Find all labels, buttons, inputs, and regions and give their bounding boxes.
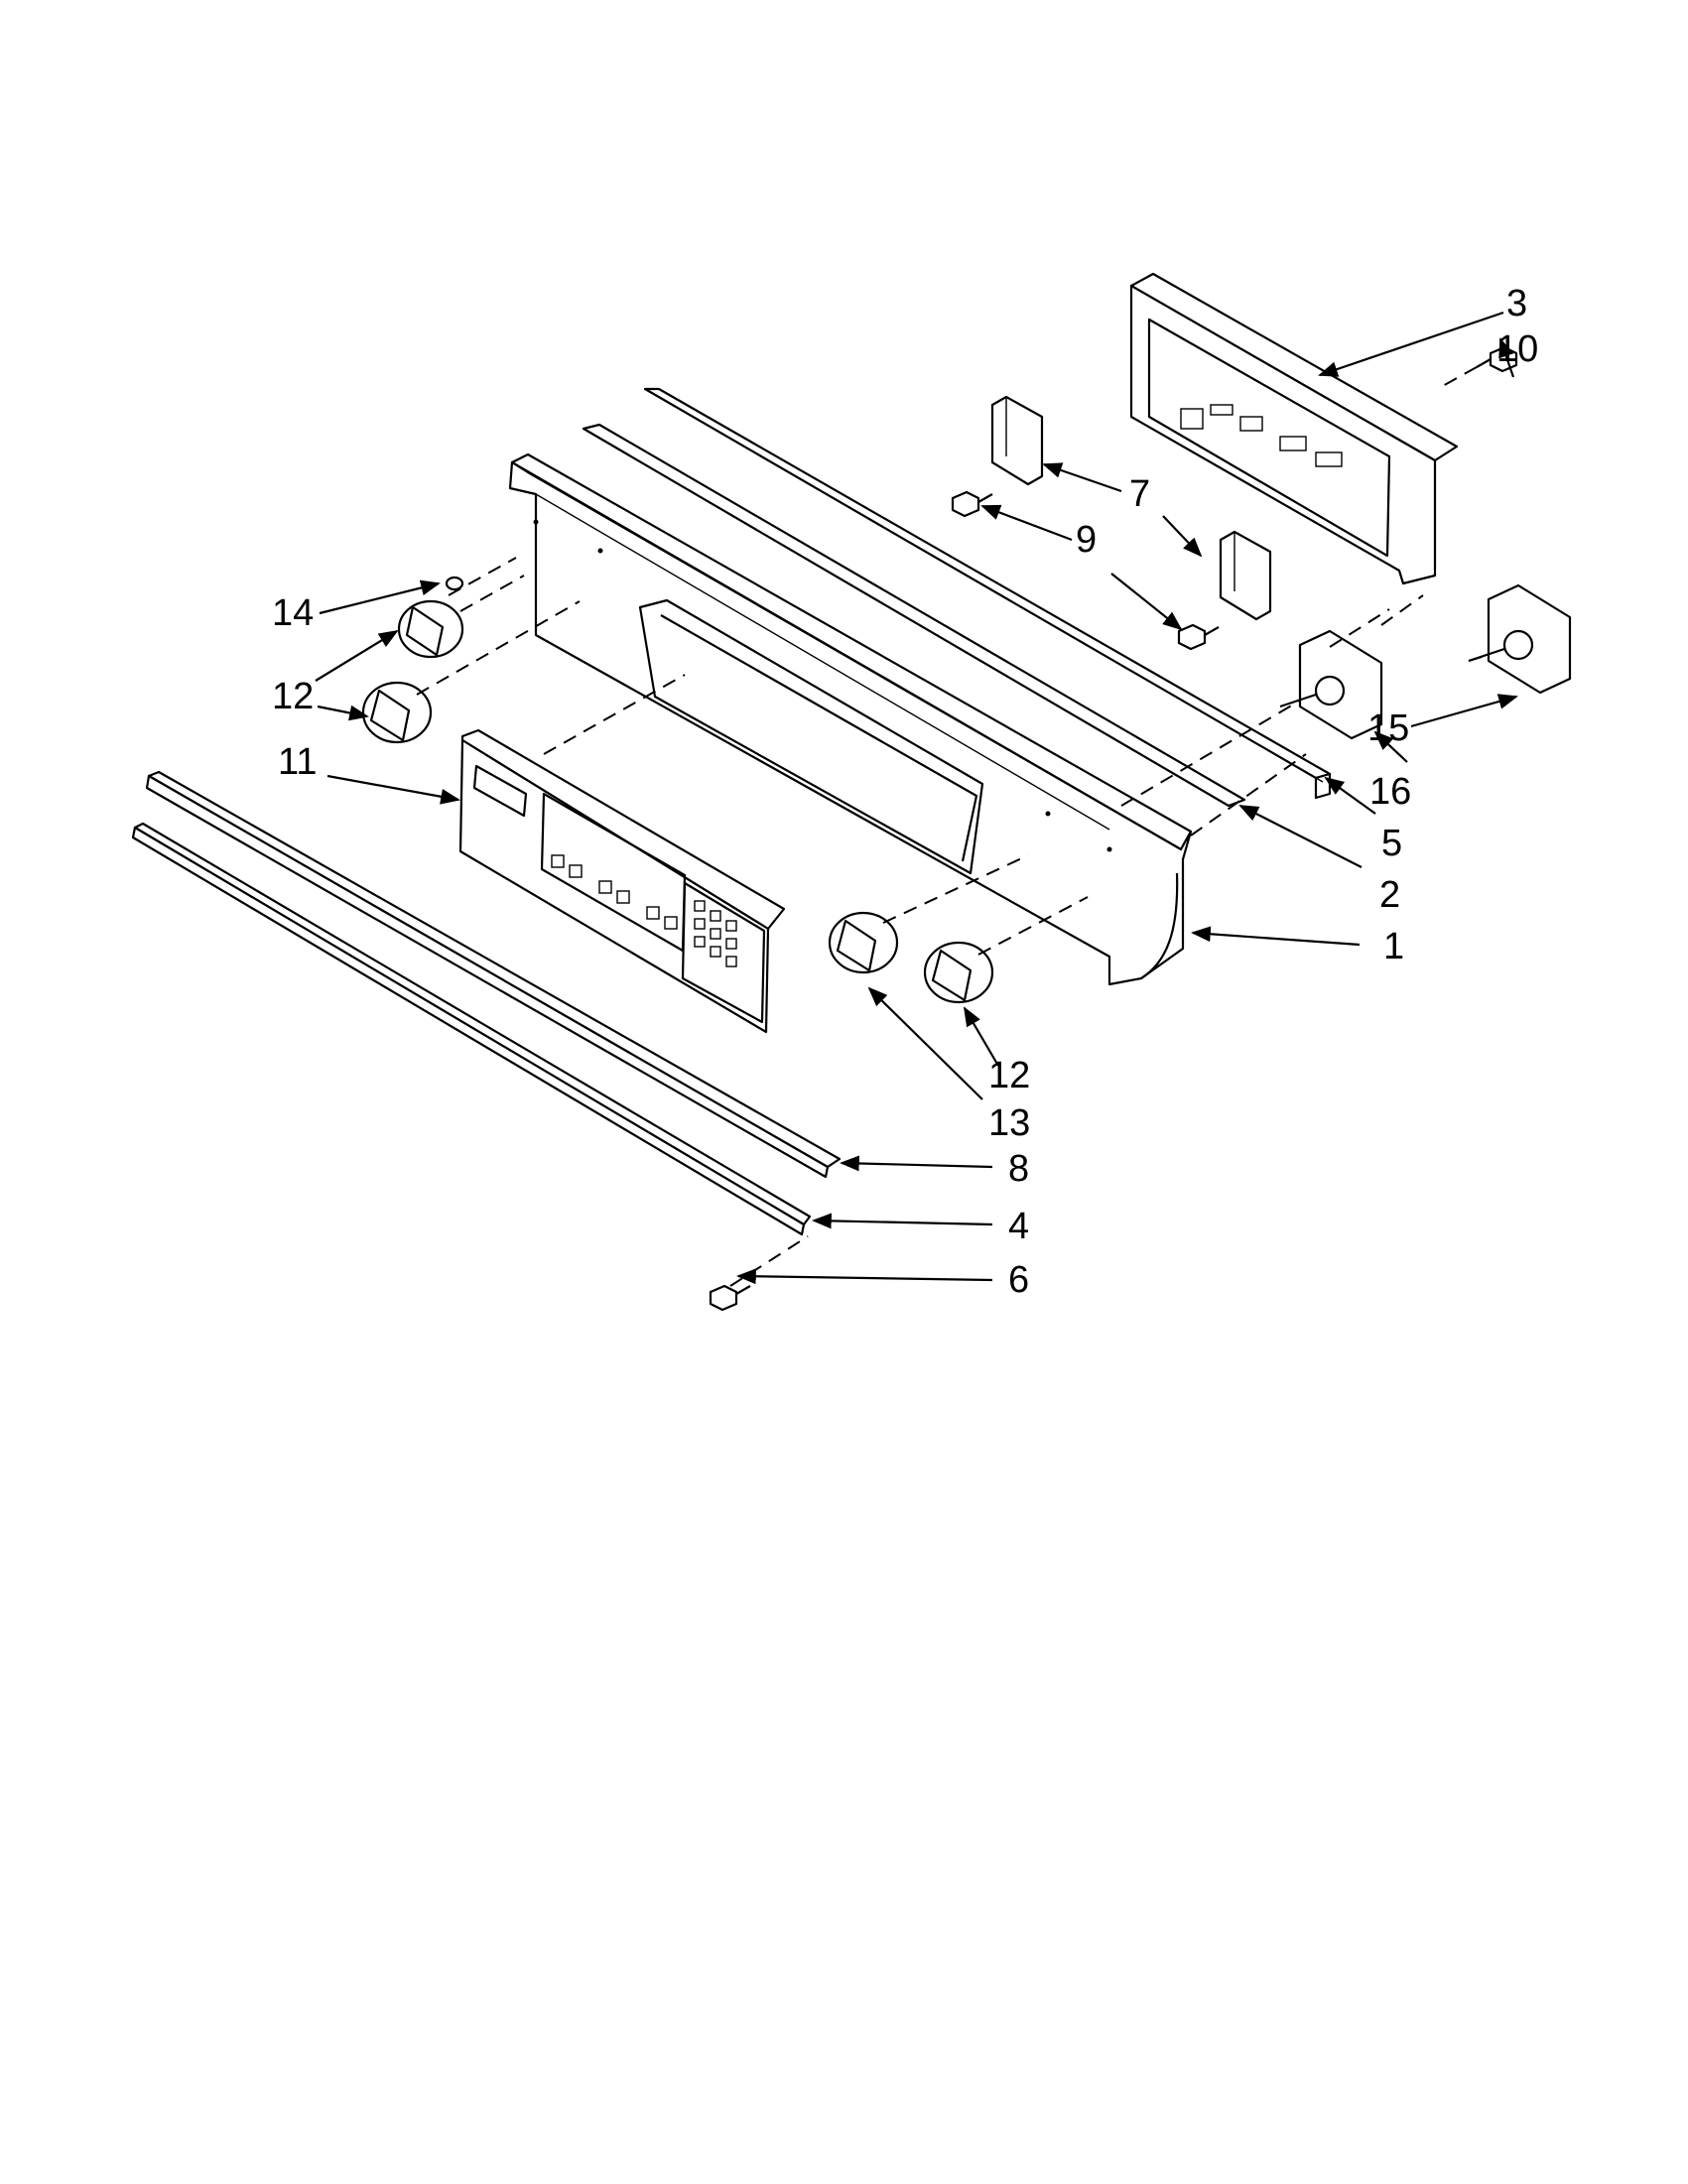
callout-16: 16 — [1369, 771, 1411, 813]
callout-12-knob: 12 — [988, 1055, 1030, 1096]
callouts: 3 10 7 9 14 12 12 11 15 16 5 2 1 12 13 8… — [272, 283, 1538, 1301]
callout-7: 7 — [1129, 473, 1150, 515]
callout-12-upper: 12 — [272, 676, 314, 717]
callout-14: 14 — [272, 592, 314, 634]
callout-9: 9 — [1076, 519, 1097, 561]
knob-upper-left — [397, 599, 464, 659]
top-trim-strip — [643, 387, 1332, 800]
infinite-switch-left — [1279, 629, 1383, 740]
control-board — [1129, 272, 1459, 585]
upper-bracket — [990, 395, 1044, 486]
leader-lines — [315, 311, 1518, 1285]
bottom-trim-strip — [131, 822, 812, 1236]
lower-trim — [145, 770, 842, 1179]
callout-3: 3 — [1506, 283, 1527, 324]
callout-1: 1 — [1383, 926, 1404, 967]
callout-13: 13 — [988, 1102, 1030, 1144]
lower-bracket — [1219, 530, 1272, 621]
callout-6: 6 — [1008, 1259, 1029, 1301]
screw-9-upper — [951, 490, 993, 518]
callout-4: 4 — [1008, 1206, 1029, 1247]
panel-back-plate — [582, 423, 1246, 808]
callout-10: 10 — [1496, 328, 1538, 370]
callout-11: 11 — [278, 741, 317, 783]
callout-15: 15 — [1367, 707, 1409, 749]
console-panel — [508, 452, 1193, 986]
callout-2: 2 — [1379, 874, 1400, 916]
spring-clip-14 — [445, 576, 464, 591]
callout-8: 8 — [1008, 1148, 1029, 1190]
knob-right — [923, 941, 994, 1004]
screw-9-lower — [1177, 623, 1220, 651]
callout-5: 5 — [1381, 823, 1402, 864]
knob-lower-left — [361, 681, 433, 744]
keypad-overlay — [458, 728, 786, 1034]
infinite-switch-right — [1468, 583, 1572, 695]
knob-center — [828, 911, 899, 974]
assembly-dash-lines — [416, 366, 1490, 1287]
screw-6 — [709, 1284, 751, 1312]
